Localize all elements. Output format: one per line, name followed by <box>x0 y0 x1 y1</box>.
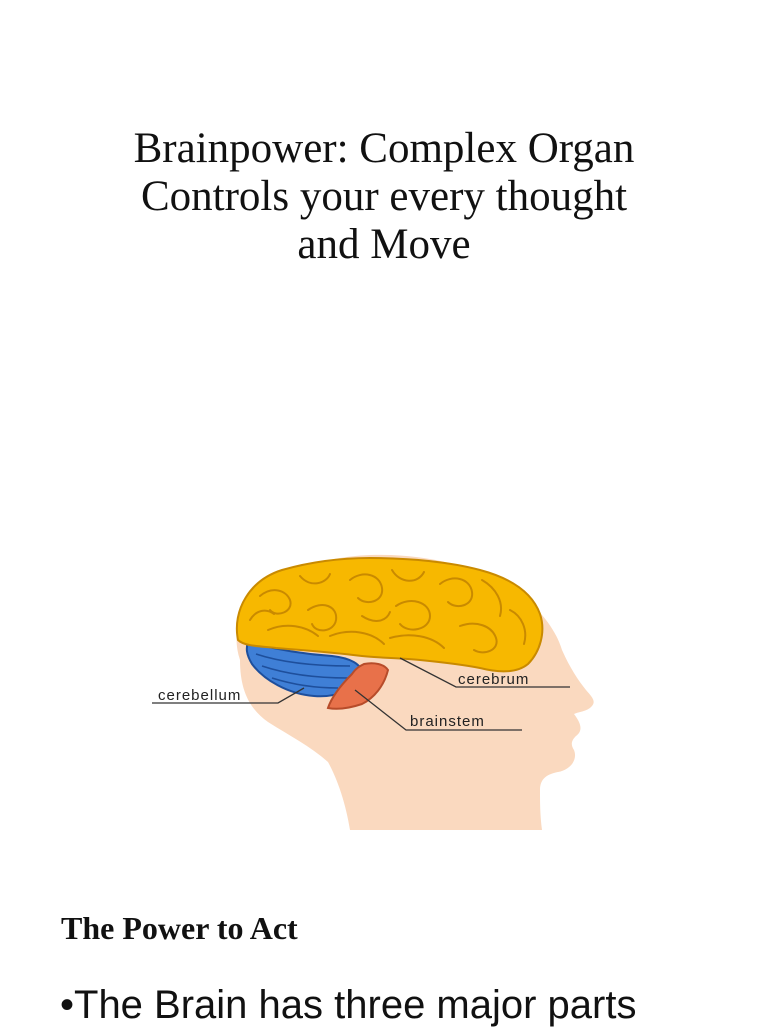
slide-title: Brainpower: Complex Organ Controls your … <box>0 125 768 269</box>
label-cerebrum: cerebrum <box>458 671 529 688</box>
section-heading: The Power to Act <box>61 910 298 946</box>
label-cerebellum: cerebellum <box>158 687 241 704</box>
cerebrum-leader <box>399 657 570 688</box>
brainstem-leader <box>354 689 522 731</box>
leader-lines <box>152 657 570 731</box>
brain-diagram-svg: cerebellum cerebrum brainstem <box>152 554 594 830</box>
title-line-2: Controls your every thought <box>140 173 628 220</box>
label-brainstem: brainstem <box>410 713 485 730</box>
title-line-1: Brainpower: Complex Organ <box>133 125 635 172</box>
title-line-3: and Move <box>297 221 471 268</box>
bullet-point: •The Brain has three major parts <box>60 983 637 1027</box>
brainstem-shape <box>326 662 390 710</box>
cerebrum-convolutions <box>249 569 527 654</box>
brain-diagram: cerebellum cerebrum brainstem <box>100 540 680 840</box>
cerebellum-folds <box>255 653 351 689</box>
cerebellum-leader <box>152 687 305 704</box>
